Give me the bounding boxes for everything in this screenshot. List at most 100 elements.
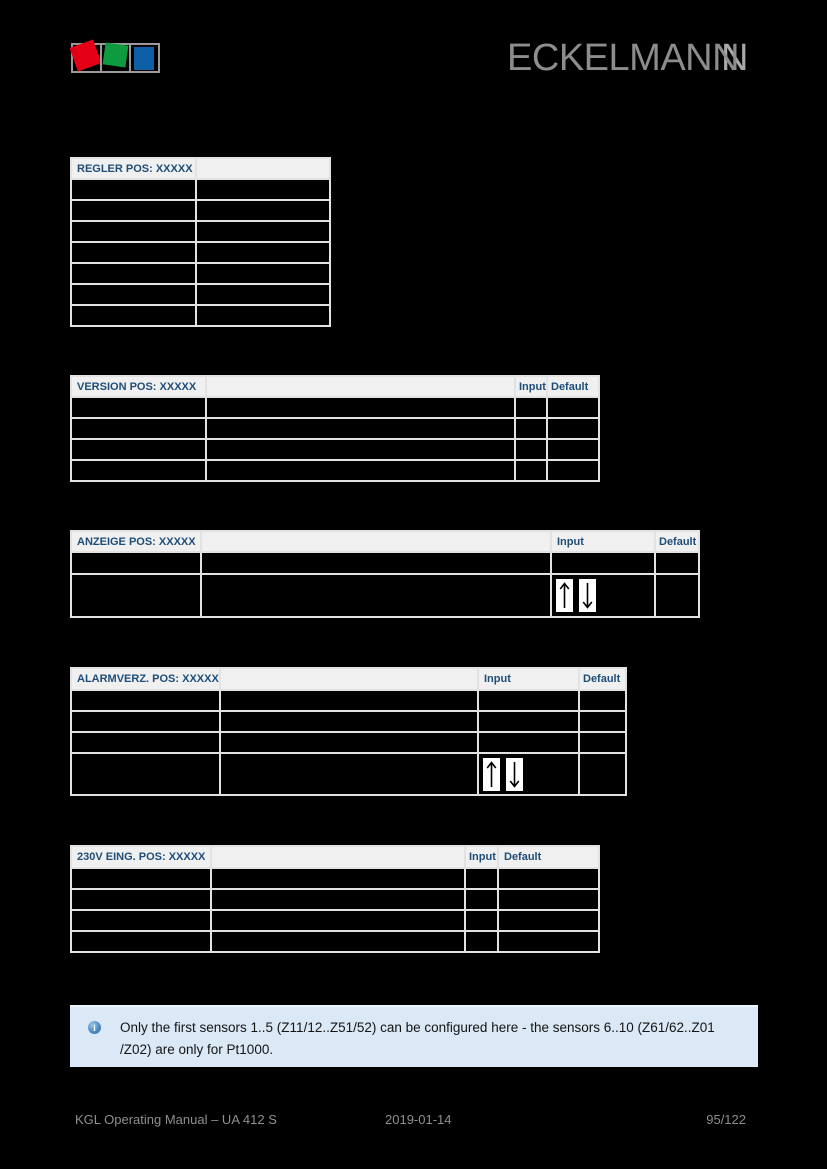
table-cell (499, 890, 598, 909)
230v-eing-table: 230V EING. POS: XXXXX Input Default (70, 845, 600, 953)
table-cell (656, 575, 698, 616)
logo-box-blue (129, 43, 160, 73)
table-cell (548, 398, 598, 417)
table-cell (72, 222, 195, 241)
table-cell (72, 180, 195, 199)
default-column-header: Default (499, 847, 598, 867)
down-key (506, 757, 523, 791)
table-cell (202, 553, 550, 573)
logo-box-red (69, 39, 102, 73)
up-arrow-icon (486, 760, 497, 787)
table-cell (221, 754, 477, 794)
table-header-blank (212, 847, 464, 867)
footer-manual-title: KGL Operating Manual – UA 412 S (75, 1112, 277, 1127)
footer-date: 2019-01-14 (385, 1112, 452, 1127)
table-cell (72, 712, 219, 731)
default-column-header: Default (656, 532, 698, 551)
table-cell (72, 461, 205, 480)
table-cell (580, 754, 625, 794)
version-table: VERSION POS: XXXXX Input Default (70, 375, 600, 482)
green-square-icon (102, 42, 129, 68)
table-title: REGLER POS: XXXXX (72, 159, 195, 178)
table-title: ANZEIGE POS: XXXXX (72, 532, 200, 551)
default-column-header: Default (548, 377, 598, 396)
table-cell (72, 440, 205, 459)
table-header-blank (197, 159, 329, 178)
table-header-blank (202, 532, 550, 551)
table-header-blank (207, 377, 514, 396)
input-column-header: Input (516, 377, 546, 396)
regler-table: REGLER POS: XXXXX (70, 157, 331, 327)
table-cell (72, 575, 200, 616)
table-header-blank (221, 669, 477, 689)
table-cell (221, 691, 477, 710)
table-cell (72, 285, 195, 304)
table-cell (466, 869, 497, 888)
table-cell (499, 932, 598, 951)
table-cell (466, 911, 497, 930)
table-cell (72, 890, 210, 909)
table-cell (197, 306, 329, 325)
table-cell (466, 932, 497, 951)
table-cell (466, 890, 497, 909)
table-cell (212, 890, 464, 909)
input-column-header: Input (552, 532, 654, 551)
table-cell (72, 419, 205, 438)
table-cell (197, 201, 329, 220)
table-cell (516, 461, 546, 480)
input-column-header: Input (466, 847, 497, 867)
wordmark-text: ECKELMANN (507, 37, 740, 79)
note-text: Only the first sensors 1..5 (Z11/12..Z51… (120, 1017, 750, 1061)
table-cell (580, 691, 625, 710)
table-cell (72, 398, 205, 417)
table-cell (72, 201, 195, 220)
default-column-header: Default (580, 669, 625, 689)
down-arrow-icon (582, 583, 593, 609)
table-cell (72, 754, 219, 794)
up-arrow-icon (559, 582, 570, 608)
table-cell (72, 869, 210, 888)
table-cell (499, 869, 598, 888)
up-key (556, 579, 573, 612)
note-text-line2: /Z02) are only for Pt1000. (120, 1042, 274, 1057)
table-cell (516, 440, 546, 459)
table-cell (221, 712, 477, 731)
info-icon: i (88, 1021, 101, 1034)
table-cell (516, 398, 546, 417)
table-cell (221, 733, 477, 752)
table-cell (72, 932, 210, 951)
table-cell (479, 733, 578, 752)
input-keys-cell (552, 575, 654, 616)
input-column-header: Input (479, 669, 578, 689)
input-keys-cell (479, 754, 578, 794)
table-cell (580, 733, 625, 752)
table-cell (207, 398, 514, 417)
eckelmann-logo-mark (69, 39, 160, 73)
table-title: 230V EING. POS: XXXXX (72, 847, 210, 867)
table-cell (207, 461, 514, 480)
table-cell (197, 285, 329, 304)
table-cell (580, 712, 625, 731)
table-cell (72, 733, 219, 752)
table-cell (656, 553, 698, 573)
table-cell (197, 180, 329, 199)
table-cell (197, 222, 329, 241)
table-cell (72, 243, 195, 262)
table-cell (197, 243, 329, 262)
table-cell (499, 911, 598, 930)
info-note: i Only the first sensors 1..5 (Z11/12..Z… (70, 1005, 758, 1067)
table-cell (516, 419, 546, 438)
table-cell (479, 712, 578, 731)
table-cell (72, 691, 219, 710)
down-arrow-icon (509, 761, 520, 788)
table-cell (72, 553, 200, 573)
red-square-icon (69, 39, 102, 72)
table-cell (479, 691, 578, 710)
note-text-line1: Only the first sensors 1..5 (Z11/12..Z51… (120, 1020, 715, 1035)
footer-page-number: 95/122 (706, 1112, 746, 1127)
table-cell (552, 553, 654, 573)
table-cell (548, 440, 598, 459)
blue-square-icon (134, 47, 154, 70)
table-cell (72, 264, 195, 283)
